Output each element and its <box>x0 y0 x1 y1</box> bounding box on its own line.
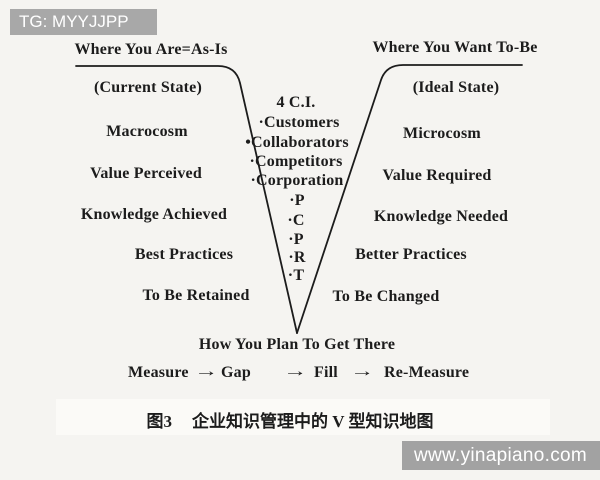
right-item-to-be-changed: To Be Changed <box>332 288 440 305</box>
arrow-right-icon: → <box>194 363 219 380</box>
caption-background-band <box>56 399 550 435</box>
center-letter-p1: ·P <box>289 192 305 209</box>
site-watermark-text: www.yinapiano.com <box>414 444 588 466</box>
step-measure: Measure <box>128 364 189 381</box>
left-item-value-perceived: Value Perceived <box>90 165 202 182</box>
center-item-customers: ·Customers <box>258 114 340 131</box>
step-fill: Fill <box>314 364 338 381</box>
telegram-watermark-text: TG: MYYJJPP <box>19 12 129 31</box>
center-title: 4 C.I. <box>276 94 316 111</box>
right-item-microcosm: Microcosm <box>403 125 481 142</box>
right-subheader: (Ideal State) <box>412 79 500 96</box>
step-re-measure: Re-Measure <box>384 364 470 381</box>
right-arm-line <box>296 64 523 334</box>
center-letter-r: ·R <box>288 249 306 266</box>
left-subheader: (Current State) <box>93 79 203 96</box>
center-letter-p2: ·P <box>288 231 304 248</box>
site-watermark-badge: www.yinapiano.com <box>402 441 600 470</box>
right-item-knowledge-needed: Knowledge Needed <box>373 208 509 225</box>
center-item-collaborators: •Collaborators <box>245 134 349 151</box>
left-item-best-practices: Best Practices <box>134 246 234 263</box>
right-item-better-practices: Better Practices <box>355 246 467 263</box>
figure-caption-label: 图3 <box>146 412 173 431</box>
figure-caption-text: 企业知识管理中的 V 型知识地图 <box>192 412 434 431</box>
center-item-competitors: ·Competitors <box>249 153 343 170</box>
center-letter-t: ·T <box>287 267 305 284</box>
arrow-right-icon: → <box>283 363 308 380</box>
left-item-macrocosm: Macrocosm <box>106 123 188 140</box>
right-header: Where You Want To-Be <box>372 39 538 56</box>
arrow-right-icon: → <box>350 363 375 380</box>
figure-caption: 图3 企业知识管理中的 V 型知识地图 <box>147 407 434 432</box>
center-item-corporation: ·Corporation <box>250 172 344 189</box>
plan-line: How You Plan To Get There <box>198 336 396 353</box>
left-header: Where You Are=As-Is <box>74 41 228 58</box>
telegram-watermark-badge: TG: MYYJJPP <box>10 9 157 35</box>
left-arm-line <box>75 65 298 334</box>
right-item-value-required: Value Required <box>382 167 492 184</box>
step-gap: Gap <box>221 364 251 381</box>
left-item-knowledge-achieved: Knowledge Achieved <box>80 206 228 223</box>
center-letter-c: ·C <box>287 212 305 229</box>
left-item-to-be-retained: To Be Retained <box>142 287 250 304</box>
